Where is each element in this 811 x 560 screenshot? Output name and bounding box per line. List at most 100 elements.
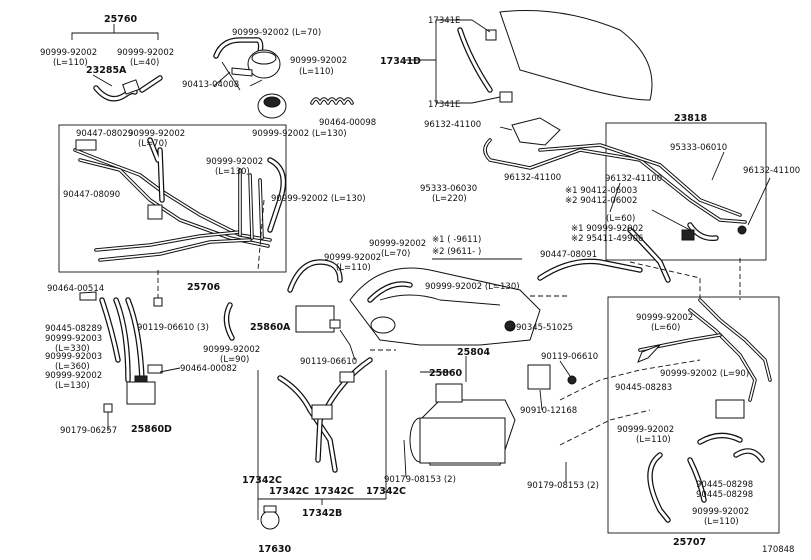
vsv-25860a [287, 259, 356, 361]
label-17630: 17630 [258, 544, 291, 555]
label-l60a: (L=60) [606, 214, 635, 224]
label-25860d: 25860D [131, 424, 172, 435]
label-90910-12168: 90910-12168 [520, 406, 577, 416]
group-frame-25706 [58, 124, 287, 273]
label-25860a: 25860A [250, 322, 291, 333]
label-190412-06003: ※1 90412-06003 [565, 186, 637, 196]
label-95333-06030: 95333-06030 [420, 184, 477, 194]
label-17342b: 17342B [302, 508, 342, 519]
label-90999-92002-l130b-len: (L=130) [215, 167, 250, 177]
label-90999-92002-l70a: 90999-92002 (L=70) [232, 28, 321, 38]
label-90445-08283: 90445-08283 [615, 383, 672, 393]
label-90447-08091: 90447-08091 [540, 250, 597, 260]
figure-id: 170848 [762, 545, 794, 555]
label-90445-08298-b: 90445-08298 [696, 490, 753, 500]
bracket-17341 [435, 19, 472, 104]
label-90999-92003-a-len: (L=330) [55, 344, 90, 354]
label-90999-92003-a: 90999-92003 [45, 334, 102, 344]
label-90999-92002-l70c-len: (L=70) [381, 249, 410, 259]
label-25760: 25760 [104, 14, 137, 25]
group-frame-23818 [605, 122, 767, 261]
note-1: ※1 ( -9611) [432, 235, 481, 245]
label-90999-92002-l90a: 90999-92002 [203, 345, 260, 355]
pipe-assembly-23818 [483, 117, 747, 283]
group-frame-25707 [607, 296, 780, 534]
label-96132-41100-d: 96132-41100 [504, 173, 561, 183]
hoses-17342 [260, 357, 373, 530]
note-2: ※2 (9611- ) [432, 247, 481, 257]
label-90999-92002-l110d: 90999-92002 [692, 507, 749, 517]
label-295411-49906: ※2 95411-49906 [571, 234, 643, 244]
label-23285a: 23285A [86, 65, 127, 76]
bracket-17342 [257, 370, 387, 520]
label-25804: 25804 [457, 347, 490, 358]
label-90413-04008: 90413-04008 [182, 80, 239, 90]
label-290412-06002: ※2 90412-06002 [565, 196, 637, 206]
label-95333-06010: 95333-06010 [670, 143, 727, 153]
canister-25804 [409, 364, 577, 466]
label-25706: 25706 [187, 282, 220, 293]
label-90119-06610-c: 90119-06610 [541, 352, 598, 362]
label-95333-06030-len: (L=220) [432, 194, 467, 204]
label-90999-92002-a-len: (L=110) [53, 58, 88, 68]
label-90445-08298-a: 90445-08298 [696, 480, 753, 490]
pipe-assembly-25706 [73, 137, 287, 262]
label-90999-92002-l110b-len: (L=110) [336, 263, 371, 273]
label-90999-92002-l70c: 90999-92002 [369, 239, 426, 249]
label-90999-92002-b: 90999-92002 [117, 48, 174, 58]
label-90999-92002-a: 90999-92002 [40, 48, 97, 58]
tank-top-right [457, 10, 653, 103]
label-23818: 23818 [674, 113, 707, 124]
label-90445-08289: 90445-08289 [45, 324, 102, 334]
label-90999-92003-b: 90999-92003 [45, 352, 102, 362]
valve-assembly-top [213, 37, 287, 119]
label-25860: 25860 [429, 368, 462, 379]
label-90464-00514: 90464-00514 [47, 284, 104, 294]
intake-body-center [349, 267, 541, 346]
label-90999-92003-b-len: (L=360) [55, 362, 90, 372]
label-90999-92002-l110c-len: (L=110) [636, 435, 671, 445]
label-90464-00098: 90464-00098 [319, 118, 376, 128]
label-90999-92002-l130d: 90999-92002 [45, 371, 102, 381]
label-17342c-b: 17342C [269, 486, 309, 497]
hose-assembly-25760 [93, 75, 163, 102]
label-25707: 25707 [673, 537, 706, 548]
label-90999-92002-l70b: 90999-92002 [128, 129, 185, 139]
label-90999-92002-l130a: 90999-92002 (L=130) [252, 129, 347, 139]
label-90999-92002-l90a-len: (L=90) [220, 355, 249, 365]
label-90999-92002-l110a-len: (L=110) [299, 67, 334, 77]
spring-90464-00098 [310, 97, 354, 105]
label-90464-00082: 90464-00082 [180, 364, 237, 374]
label-90999-92002-l90c: 90999-92002 (L=90) [660, 369, 749, 379]
vsv-25860d [79, 291, 163, 413]
label-96132-41100-c: 96132-41100 [605, 174, 662, 184]
label-90999-92002-l130d-len: (L=130) [55, 381, 90, 391]
label-90999-92002-l110a: 90999-92002 [290, 56, 347, 66]
label-90179-06257: 90179-06257 [60, 426, 117, 436]
label-90999-92002-l110d-len: (L=110) [704, 517, 739, 527]
label-96132-41100-a: 96132-41100 [424, 120, 481, 130]
label-90999-92002-l130e: 90999-92002 (L=130) [425, 282, 520, 292]
filter-17630 [260, 510, 280, 530]
label-17342c-d: 17342C [366, 486, 406, 497]
label-90999-92002-l130b: 90999-92002 [206, 157, 263, 167]
label-90447-08029: 90447-08029 [76, 129, 133, 139]
label-96132-41100-b: 96132-41100 [743, 166, 800, 176]
bracket-25760 [71, 32, 159, 40]
label-17342c-a: 17342C [242, 475, 282, 486]
label-17341e-bottom: 17341E [428, 100, 460, 110]
label-17341d: 17341D [380, 56, 421, 67]
label-190999-92002: ※1 90999-92002 [571, 224, 643, 234]
label-90179-08153-b: 90179-08153 (2) [527, 481, 599, 491]
label-90179-08153-a: 90179-08153 (2) [384, 475, 456, 485]
label-90999-92002-l60b: 90999-92002 [636, 313, 693, 323]
pipe-assembly-25707 [637, 298, 772, 523]
label-17341e-top: 17341E [428, 16, 460, 26]
label-90999-92002-l110b: 90999-92002 [324, 253, 381, 263]
label-90999-92002-l70b-len: (L=70) [138, 139, 167, 149]
label-90999-92002-b-len: (L=40) [130, 58, 159, 68]
label-17342c-c: 17342C [314, 486, 354, 497]
label-90119-06610-b: 90119-06610 [300, 357, 357, 367]
